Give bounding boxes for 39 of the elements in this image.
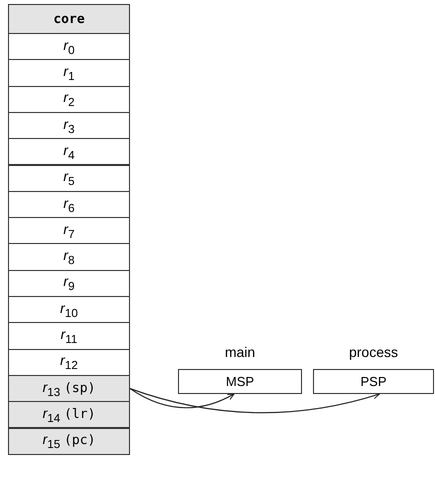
- register-name: r$_{3}$: [63, 116, 75, 136]
- register-name: r$_{1}$: [63, 63, 75, 83]
- register-name: r$_{13}$ (sp): [42, 378, 96, 398]
- table-header: core: [8, 4, 130, 34]
- register-name: r$_{10}$: [60, 300, 78, 320]
- register-row: [8, 374, 130, 402]
- register-name: r$_{2}$: [63, 89, 75, 110]
- register-name: r$_{9}$: [63, 273, 75, 294]
- register-row: [8, 428, 130, 455]
- register-name: r$_{11}$: [60, 326, 78, 346]
- register-name: r$_{0}$: [63, 36, 75, 57]
- register-row: [8, 112, 130, 140]
- register-name: r$_{14}$ (lr): [42, 404, 96, 425]
- register-name: r$_{7}$: [63, 220, 75, 241]
- arrow: [130, 388, 234, 408]
- register-row: [8, 59, 130, 87]
- register-row: [8, 138, 130, 166]
- register-row: [8, 86, 130, 113]
- register-row: [8, 190, 130, 218]
- register-row: [8, 243, 130, 271]
- register-name: r$_{4}$: [63, 142, 75, 162]
- register-row: [8, 322, 130, 350]
- register-row: [8, 217, 130, 244]
- stack-pointer-box: PSP: [313, 369, 434, 394]
- register-row: [8, 348, 130, 376]
- register-row: [8, 270, 130, 297]
- register-row: [8, 296, 130, 324]
- stack-pointer-label: main: [224, 344, 256, 360]
- register-row: [8, 33, 130, 60]
- stack-pointer-box: MSP: [178, 369, 302, 394]
- arrow: [130, 388, 380, 414]
- register-name: r$_{12}$: [60, 352, 78, 372]
- register-name: r$_{15}$ (pc): [42, 431, 96, 452]
- register-name: r$_{8}$: [63, 247, 75, 267]
- register-row: [8, 164, 130, 192]
- register-name: r$_{6}$: [63, 194, 75, 214]
- stack-pointer-label: process: [348, 344, 398, 360]
- register-row: [8, 401, 130, 428]
- register-name: r$_{5}$: [63, 168, 75, 188]
